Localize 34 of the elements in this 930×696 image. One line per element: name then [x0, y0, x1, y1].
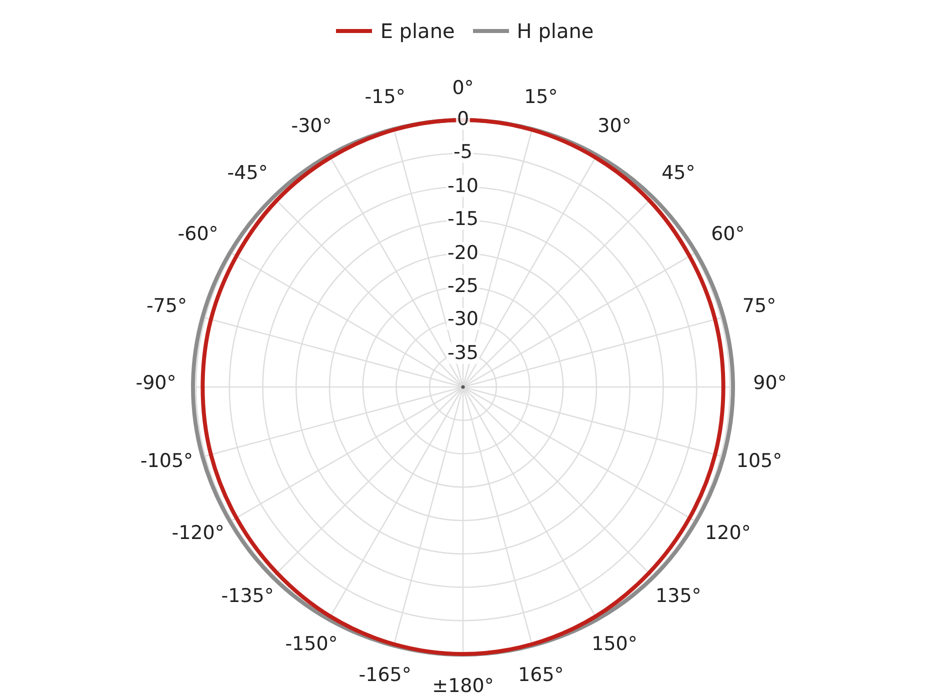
- angle-tick-label: -135°: [221, 584, 274, 607]
- angle-tick-label: 120°: [705, 522, 751, 544]
- angle-tick-label: -45°: [227, 162, 268, 184]
- radial-tick-label: -30: [446, 308, 480, 330]
- angle-tick-label: 30°: [598, 115, 632, 138]
- angle-tick-label: 150°: [592, 632, 638, 655]
- radial-tick-label: -25: [446, 274, 480, 297]
- legend-label: E plane: [380, 19, 455, 43]
- radial-tick-label: -35: [446, 342, 480, 364]
- radial-tick-label: -5: [452, 141, 474, 164]
- angle-tick-label: 15°: [524, 86, 558, 108]
- angle-tick-label: 135°: [656, 584, 702, 607]
- angle-tick-label: -60°: [178, 223, 218, 246]
- angle-tick-label: -105°: [140, 450, 194, 472]
- radial-tick-label: 0: [456, 108, 470, 130]
- angle-tick-label: -150°: [285, 632, 338, 655]
- angle-tick-label: 0°: [452, 77, 474, 99]
- angle-tick-label: 105°: [736, 450, 782, 472]
- angle-tick-label: -30°: [291, 115, 332, 138]
- angle-tick-label: 165°: [518, 664, 564, 686]
- angle-tick-label: 45°: [662, 162, 696, 184]
- angle-tick-label: -165°: [358, 664, 412, 686]
- angle-tick-label: -15°: [364, 86, 406, 108]
- legend-label: H plane: [516, 19, 594, 43]
- angle-tick-label: ±180°: [432, 675, 494, 696]
- radial-tick-label: -20: [446, 242, 480, 264]
- radial-tick-label: -15: [446, 208, 480, 230]
- angle-tick-label: 90°: [753, 372, 787, 394]
- radial-tick-label: -10: [446, 174, 480, 197]
- angle-tick-label: 75°: [742, 294, 776, 317]
- angle-tick-label: 60°: [711, 223, 745, 246]
- angle-tick-label: -75°: [146, 294, 187, 317]
- angle-tick-label: -90°: [136, 372, 176, 394]
- angle-tick-label: -120°: [172, 522, 224, 544]
